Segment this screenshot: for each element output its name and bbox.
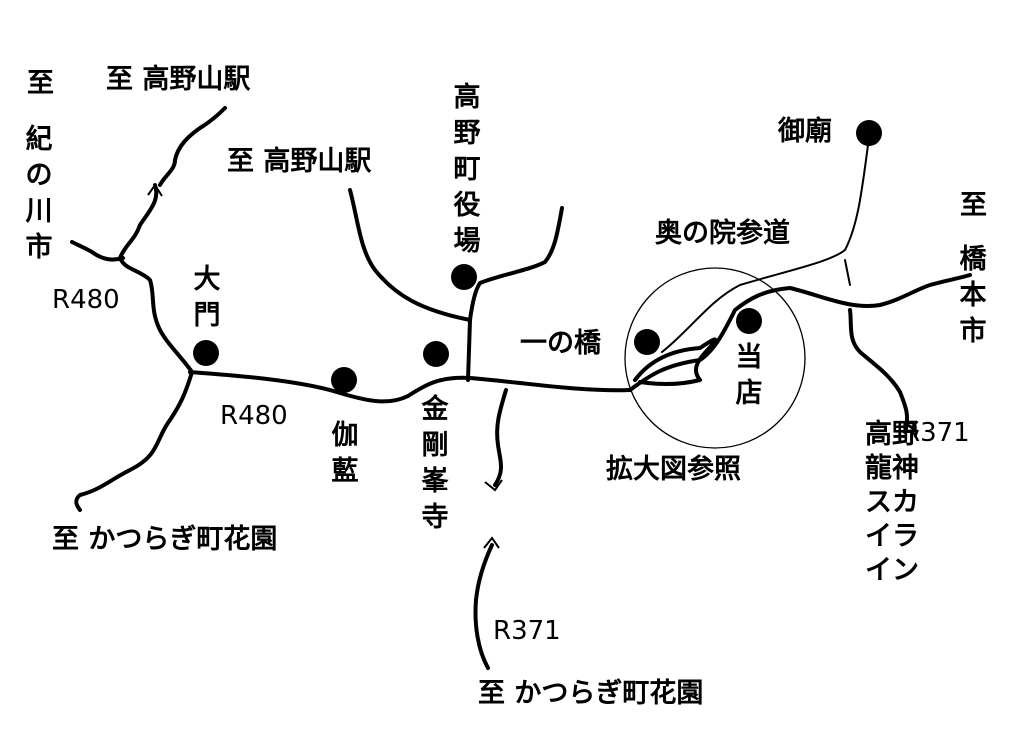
town-office-marker [451, 264, 477, 290]
arrow-r371-south [484, 479, 503, 492]
road-koyasan-station-upper [158, 106, 227, 187]
store-label: 当店 [735, 342, 763, 409]
road-okunoin-sando [661, 144, 869, 353]
road-store-loop [633, 337, 718, 387]
arrow-r371-north [483, 536, 500, 549]
r371-label-east: R371 [902, 418, 970, 448]
road-to-kinokawa [70, 240, 125, 262]
road-to-katsuragi-west [74, 370, 194, 512]
road-skyline [848, 308, 910, 434]
daimon-marker [193, 340, 219, 366]
road-town-office [466, 206, 564, 382]
enlarged-view-circle [624, 267, 806, 449]
gobyo-label: 御廟 [778, 116, 832, 147]
see-enlarged-label: 拡大図参照 [606, 454, 741, 485]
katsuragi-label-1: 至 かつらぎ町花園 [52, 524, 278, 555]
road-r371-south [473, 543, 494, 670]
hashimoto-label: 橋本市 [959, 244, 987, 347]
koyasan-station-label-1: 至 高野山駅 [106, 64, 251, 95]
garan-label: 伽藍 [331, 420, 359, 487]
road-r371-stub [493, 388, 508, 487]
skyline-label: 高野龍神スカイライン [865, 419, 919, 586]
ichinohashi-label: 一の橋 [520, 328, 601, 359]
ichinohashi-marker [634, 329, 660, 355]
koyasan-station-label-2: 至 高野山駅 [227, 146, 372, 177]
katsuragi-label-2: 至 かつらぎ町花園 [478, 678, 704, 709]
kongobuji-label: 金剛峯寺 [421, 394, 449, 533]
main-road-r480 [188, 370, 632, 404]
road-sando-branch [844, 259, 851, 286]
gobyo-marker [856, 120, 882, 146]
daimon-label: 大門 [193, 264, 221, 331]
okunoin-sando-label: 奥の院参道 [655, 218, 790, 249]
road-daimon-north [118, 183, 194, 374]
kinokawa-label: 紀の川市 [25, 124, 53, 263]
hashimoto-prefix-label: 至 [960, 190, 987, 221]
r480-label-west: R480 [52, 285, 120, 315]
town-office-label: 高野町役場 [453, 82, 481, 257]
kongobuji-marker [423, 341, 449, 367]
r371-label-south: R371 [493, 616, 561, 646]
road-ichinohashi-east [628, 273, 972, 392]
garan-marker [331, 367, 357, 393]
road-koyasan-station-mid [348, 188, 472, 322]
kinokawa-prefix-label: 至 [27, 68, 54, 99]
r480-label-main: R480 [220, 401, 288, 431]
store-marker [736, 308, 762, 334]
